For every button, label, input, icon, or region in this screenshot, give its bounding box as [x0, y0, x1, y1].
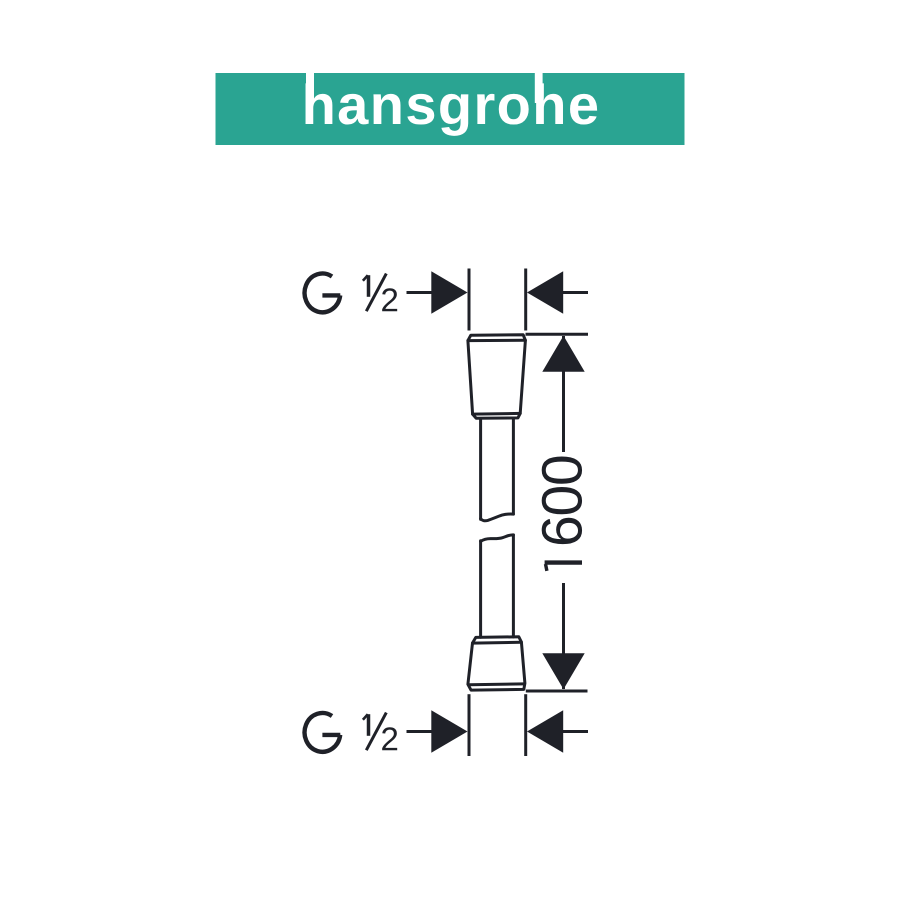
- svg-text:hansgrohe: hansgrohe: [302, 73, 601, 136]
